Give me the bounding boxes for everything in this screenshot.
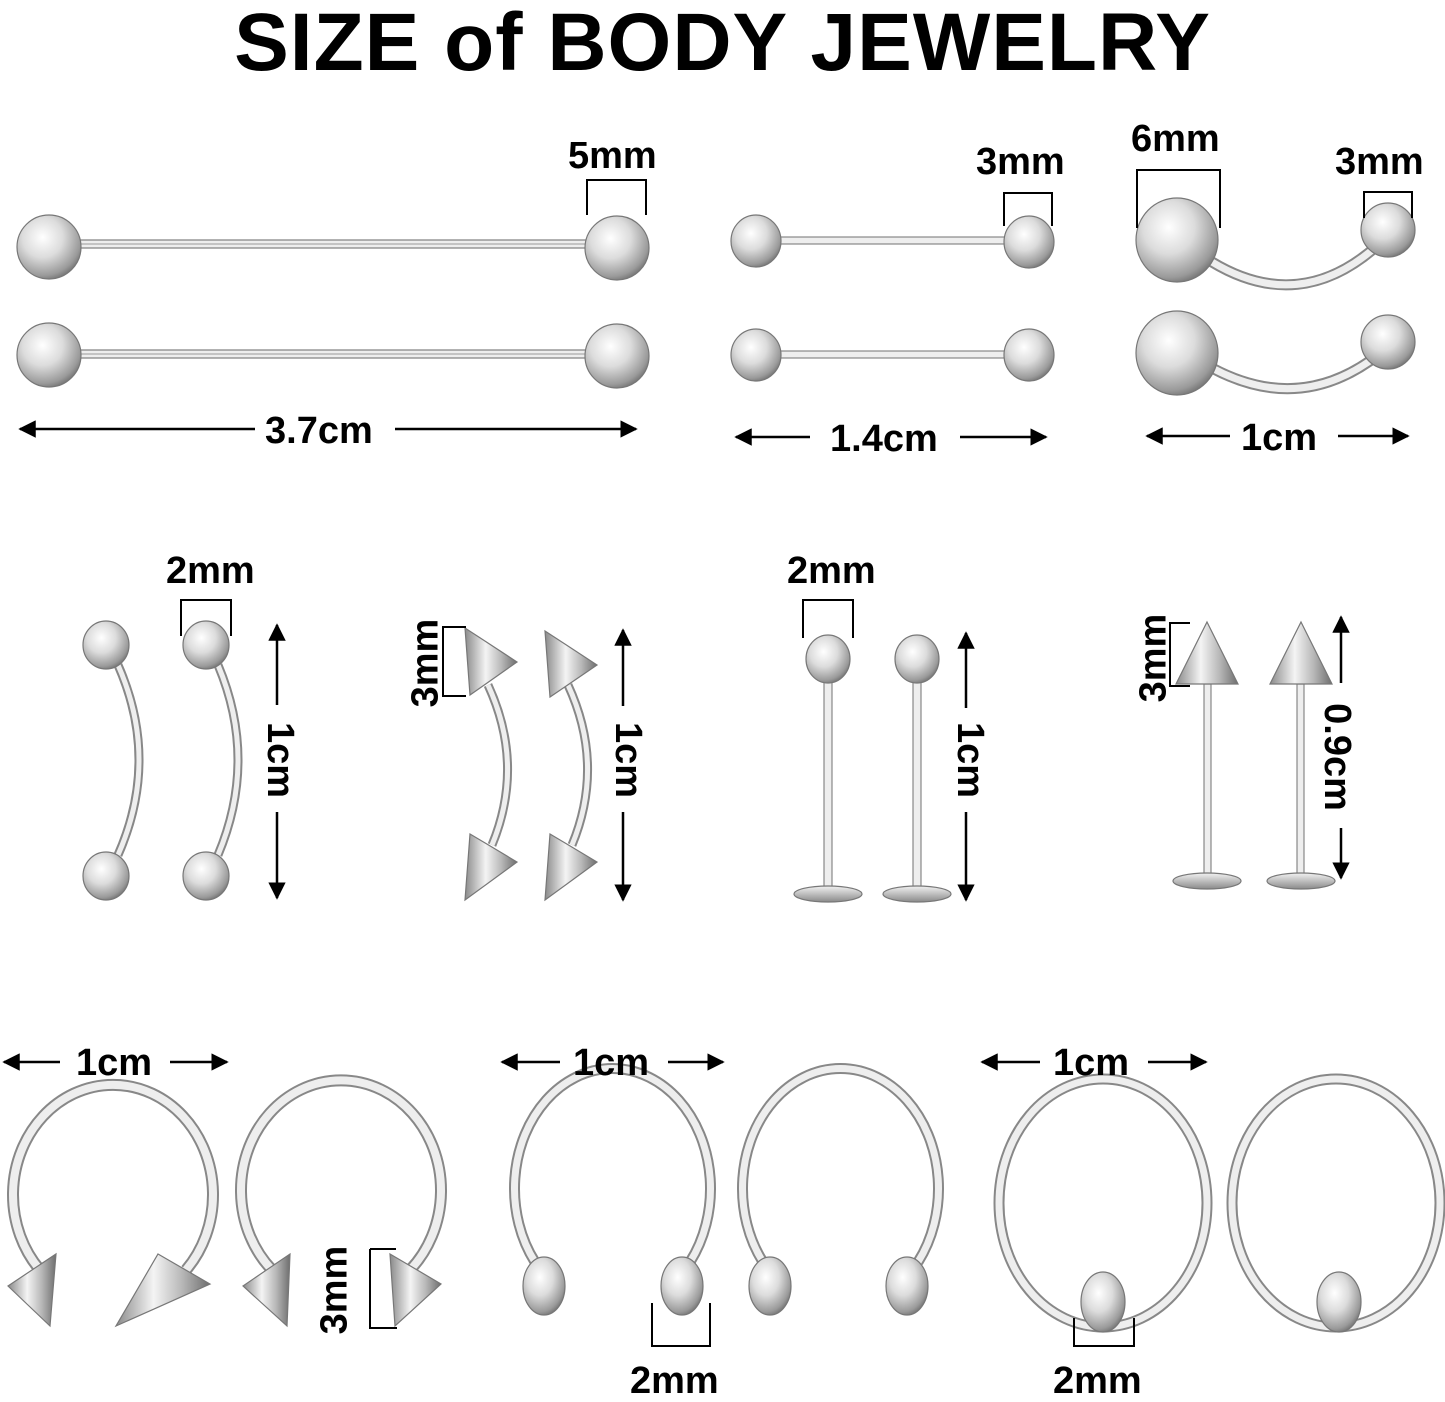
- labret-spike-group: [1169, 615, 1350, 890]
- labret-spike-2: [1266, 620, 1336, 890]
- curved-ball-length-label: 1cm: [259, 721, 302, 799]
- curved-spike-size-label: 3mm: [404, 618, 447, 708]
- labret-spike-1: [1172, 620, 1242, 890]
- labret-ball-size-label: 2mm: [787, 550, 876, 592]
- curved-barbell-ball-2: [182, 620, 243, 901]
- horseshoe-spike-2: [235, 1074, 447, 1328]
- horseshoe-ball-width-label: 1cm: [573, 1042, 650, 1084]
- straight-barbell-1: [730, 214, 1055, 269]
- labret-spike-size-label: 3mm: [1132, 613, 1175, 703]
- labret-ball-group: [793, 599, 975, 903]
- curved-ball-size-label: 2mm: [166, 550, 255, 592]
- curved-barbell-ball-group: [82, 599, 286, 901]
- straight-barbell-2: [730, 328, 1055, 382]
- industrial-barbell-group: [16, 179, 650, 438]
- curved-barbell-ball-1: [82, 620, 144, 901]
- captive-bead-ring-1: [993, 1073, 1213, 1333]
- belly-ring-2: [1135, 310, 1416, 396]
- straight-barbell-group: [730, 192, 1055, 446]
- horseshoe-spike-width-label: 1cm: [76, 1042, 153, 1084]
- belly-length-label: 1cm: [1241, 417, 1318, 459]
- horseshoe-spike-size-label: 3mm: [313, 1245, 356, 1335]
- page-title: SIZE of BODY JEWELRY: [234, 0, 1211, 88]
- industrial-barbell-2: [16, 322, 650, 389]
- straight-length-label: 1.4cm: [830, 418, 938, 460]
- curved-barbell-spike-1: [464, 626, 519, 902]
- labret-ball-length-label: 1cm: [949, 721, 992, 799]
- straight-ball-size-label: 3mm: [976, 141, 1065, 183]
- captive-bead-ring-group: [980, 1053, 1445, 1347]
- horseshoe-ball-group: [500, 1053, 944, 1347]
- labret-spike-length-label: 0.9cm: [1315, 703, 1358, 811]
- industrial-length-label: 3.7cm: [265, 410, 373, 452]
- captive-ring-width-label: 1cm: [1053, 1042, 1130, 1084]
- industrial-barbell-1: [16, 214, 650, 281]
- labret-ball-2: [882, 634, 952, 903]
- labret-ball-1: [793, 634, 863, 903]
- industrial-ball-size-label: 5mm: [568, 135, 657, 177]
- horseshoe-ball-size-label: 2mm: [630, 1360, 719, 1402]
- belly-ring-1: [1135, 197, 1416, 291]
- captive-bead-ring-2: [1226, 1073, 1445, 1333]
- belly-big-ball-label: 6mm: [1131, 118, 1220, 160]
- belly-ring-group: [1135, 169, 1416, 445]
- horseshoe-spike-1: [7, 1078, 219, 1328]
- horseshoe-ball-1: [509, 1063, 716, 1316]
- curved-spike-length-label: 1cm: [607, 721, 650, 799]
- horseshoe-ball-2: [737, 1063, 944, 1316]
- horseshoe-spike-group: [2, 1053, 447, 1329]
- curved-barbell-spike-group: [442, 626, 632, 902]
- curved-barbell-spike-2: [544, 629, 599, 902]
- captive-ring-ball-size-label: 2mm: [1053, 1360, 1142, 1402]
- belly-small-ball-label: 3mm: [1335, 141, 1424, 183]
